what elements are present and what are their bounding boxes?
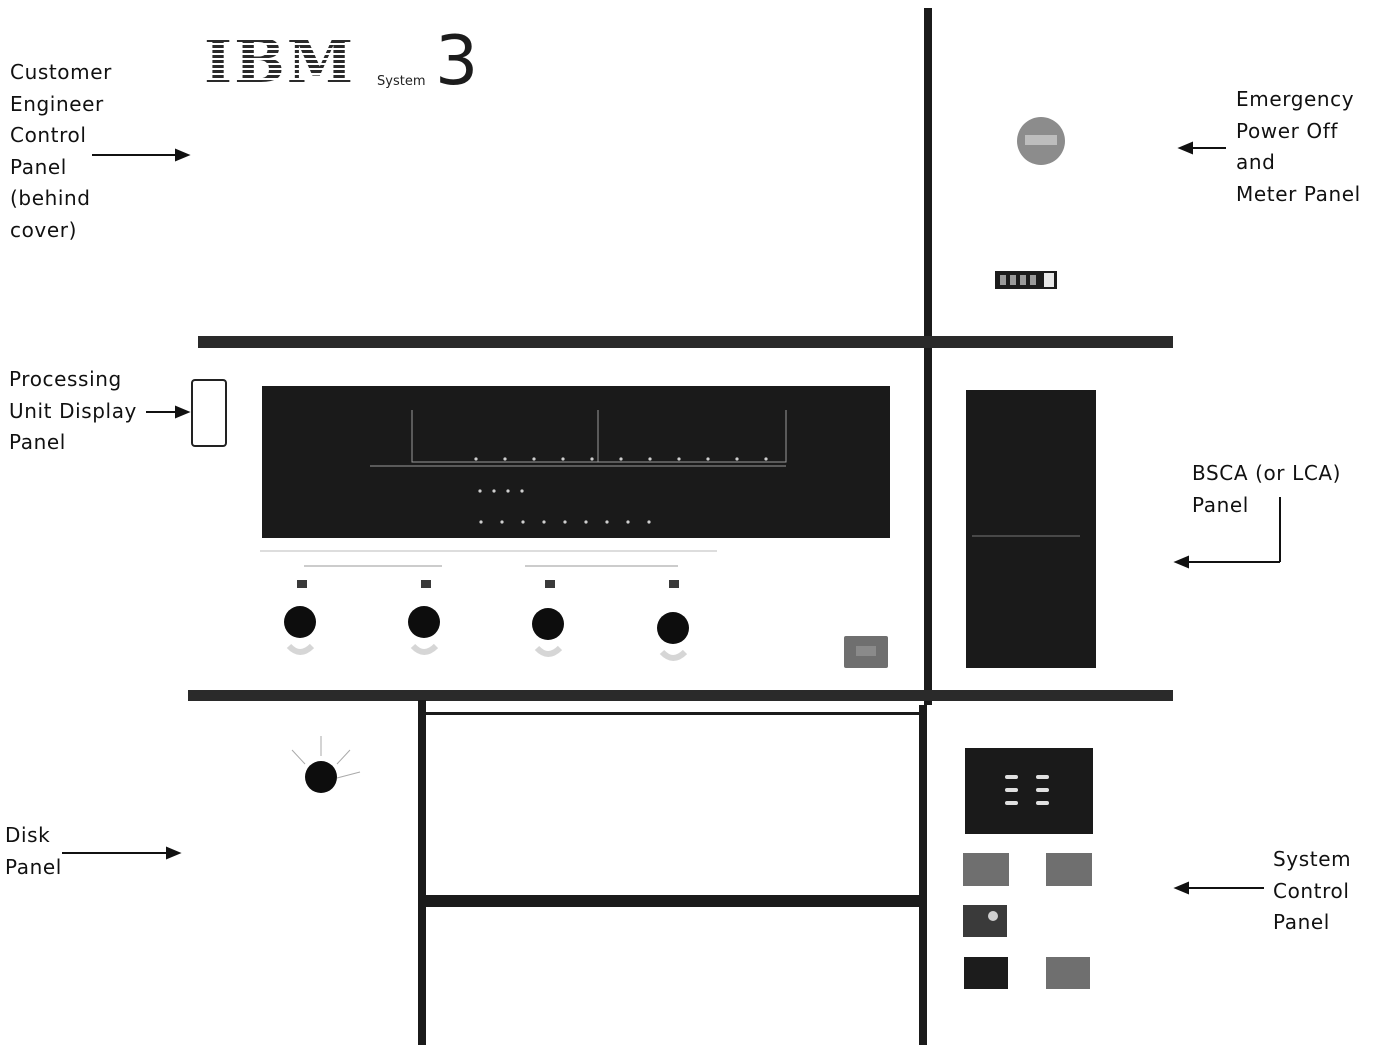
pu-rotary-knobs: [284, 606, 689, 644]
system-control-lamps: [1005, 775, 1049, 805]
label-bsca-panel: BSCA (or LCA) Panel: [1192, 461, 1342, 517]
disk-knob-scale: [291, 736, 361, 779]
pu-indicator-window: [191, 379, 227, 447]
ibm-logo: IBM: [204, 27, 356, 97]
disk-panel-knob: [305, 761, 337, 793]
pu-rotary-switch-labels: [297, 580, 679, 588]
bsca-panel-window: [966, 390, 1096, 668]
pu-button-face: [856, 646, 876, 656]
vertical-divider-middle: [924, 350, 932, 705]
pu-lamp-groups: [370, 410, 787, 467]
label-ce-control-panel: Customer Engineer Control Panel (behind …: [10, 60, 112, 242]
label-processing-unit-display-panel: Processing Unit Display Panel: [9, 367, 137, 454]
disk-panel-divider: [418, 700, 426, 1045]
usage-meter: [995, 271, 1057, 289]
vertical-divider-upper: [924, 8, 932, 350]
horizontal-bar-upper: [198, 336, 1173, 348]
drive-door-middle: [426, 895, 920, 907]
system-control-display: [965, 748, 1093, 834]
epo-label-plate: [1025, 135, 1057, 145]
label-system-control-panel: System Control Panel: [1273, 847, 1352, 934]
model-number: 3: [435, 22, 479, 101]
label-emergency-power-off: Emergency Power Off and Meter Panel: [1236, 87, 1361, 206]
pu-lamps: [474, 457, 768, 524]
label-disk-panel: Disk Panel: [5, 823, 62, 879]
system-word: System: [377, 74, 426, 89]
pu-knob-pointers: [286, 643, 688, 661]
system-control-buttons: [963, 853, 1092, 989]
horizontal-bar-lower: [188, 690, 1173, 701]
drive-door-top: [426, 712, 920, 715]
vertical-divider-lower: [919, 705, 927, 1045]
callout-arrows: [62, 141, 1281, 895]
